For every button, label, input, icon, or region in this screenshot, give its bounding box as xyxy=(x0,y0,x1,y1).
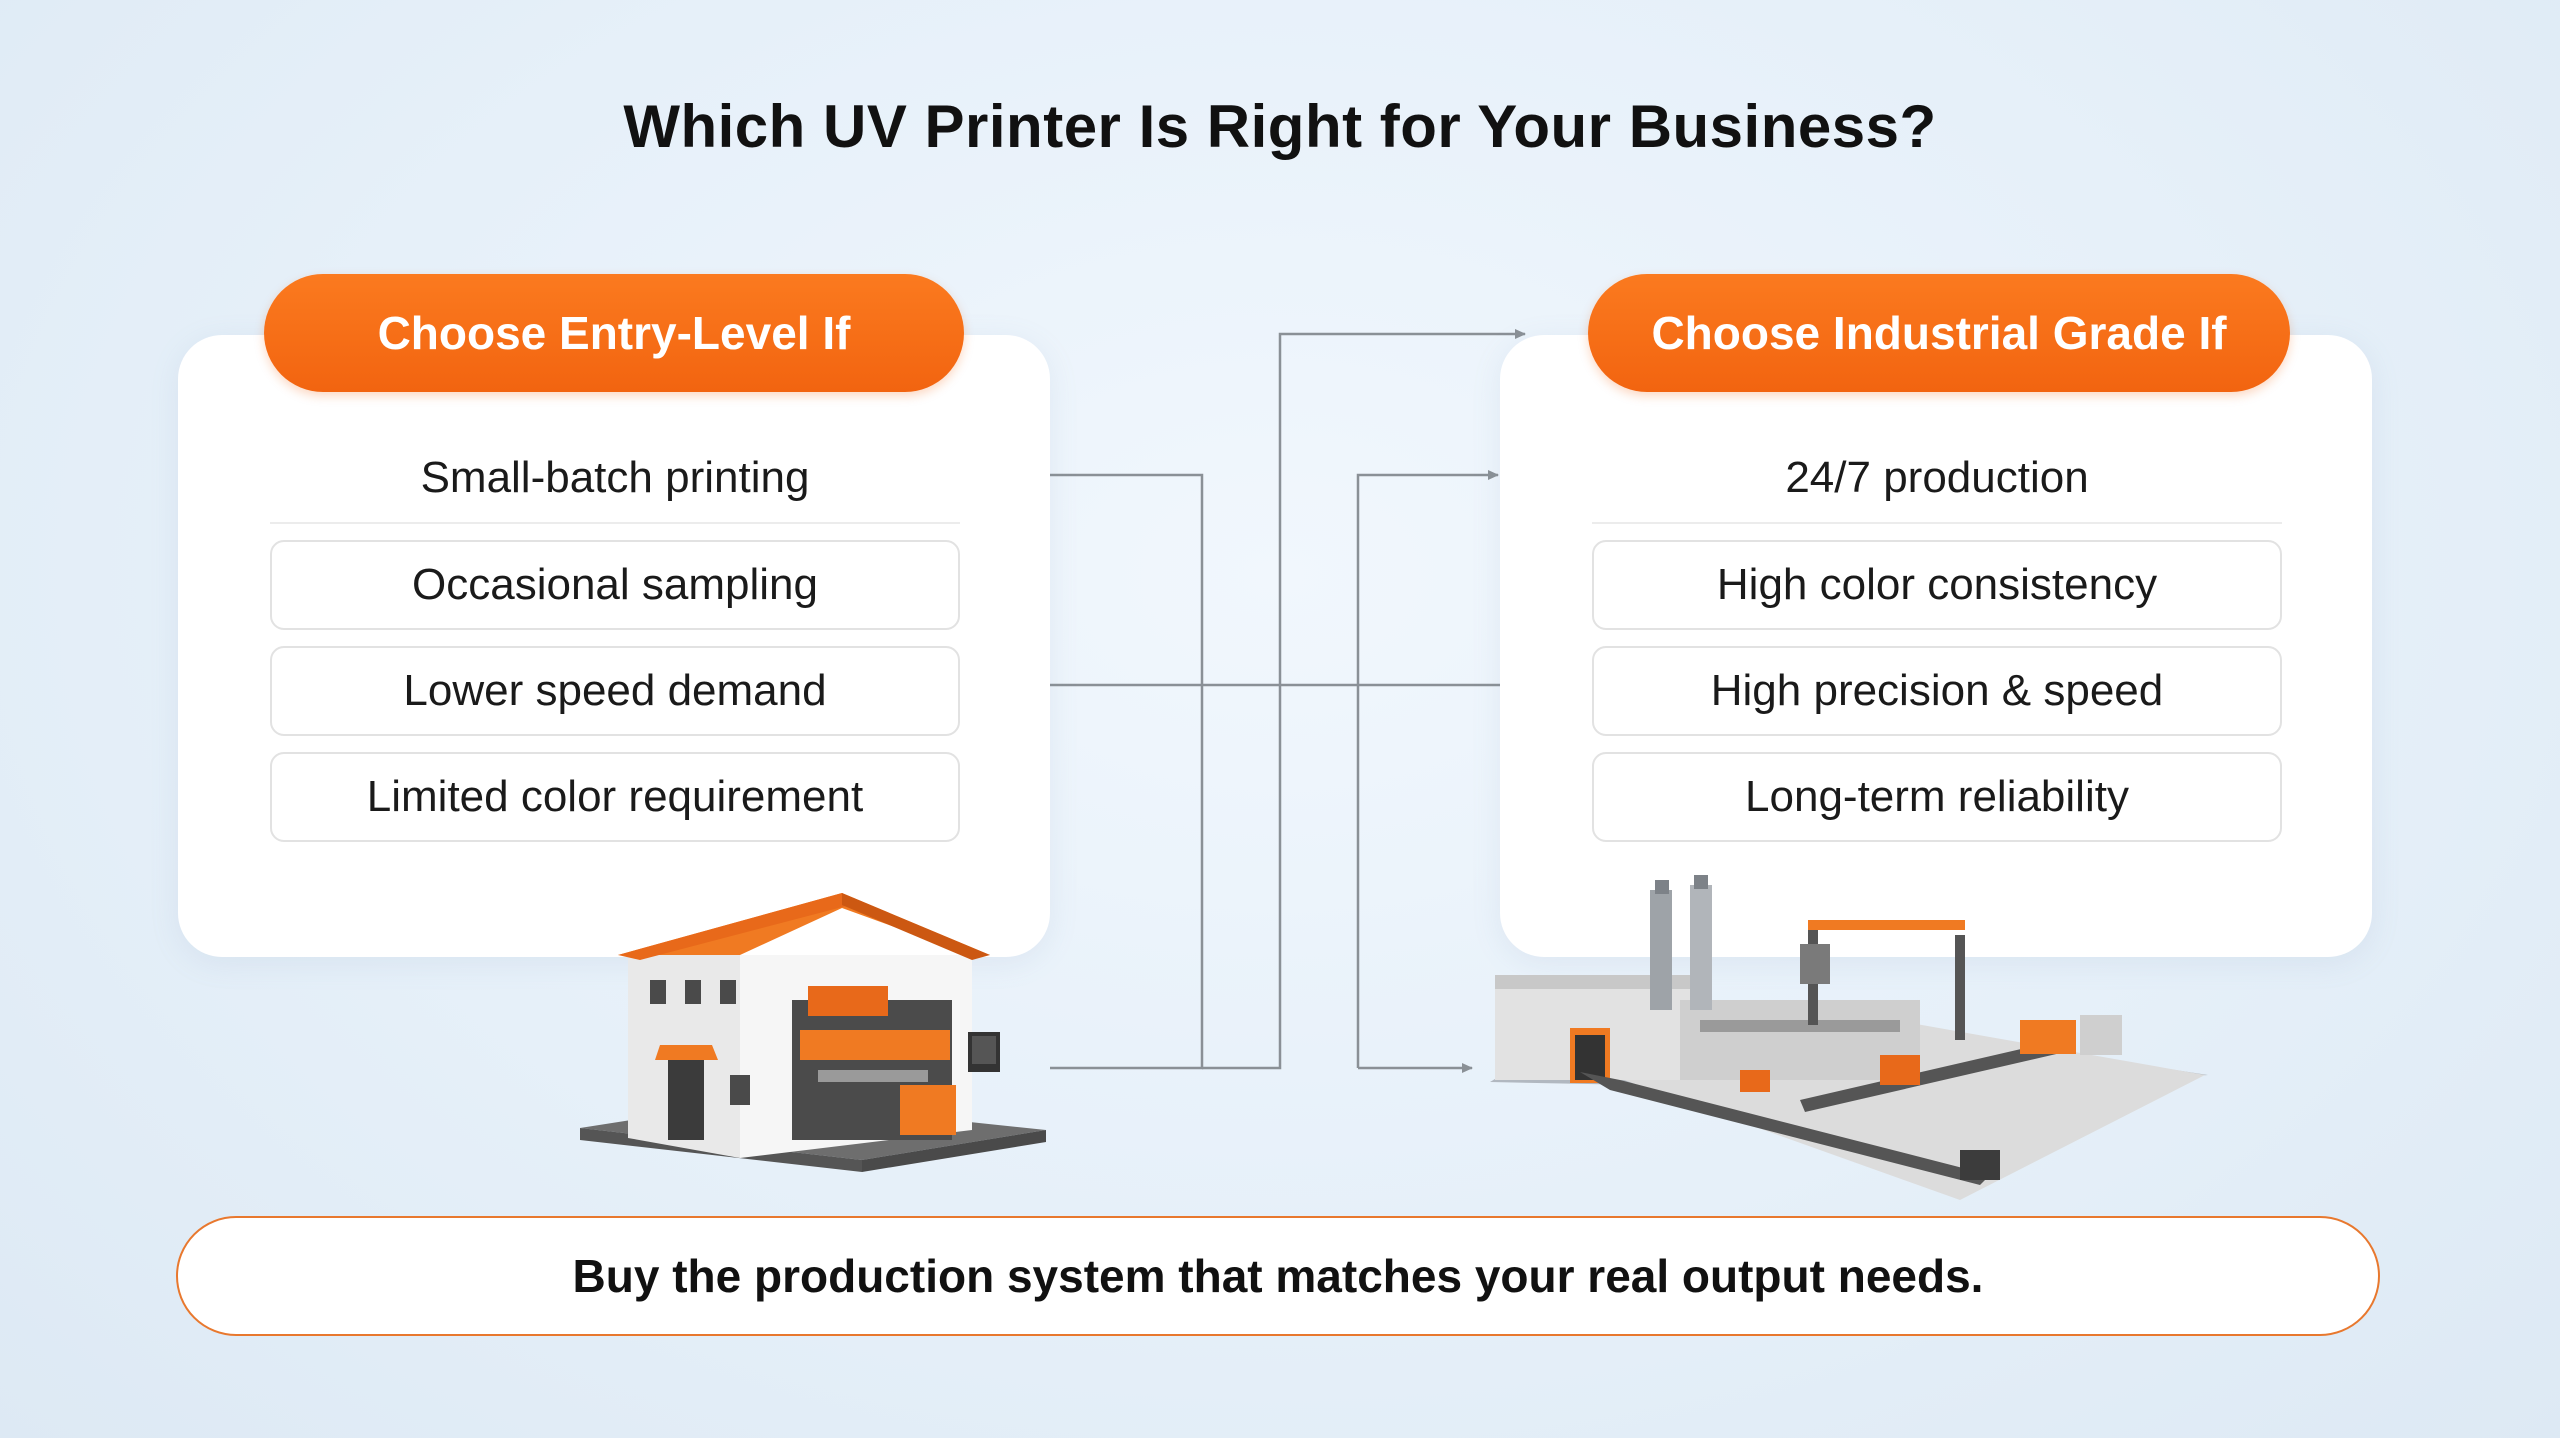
industrial-grade-header: Choose Industrial Grade If xyxy=(1588,274,2290,392)
industrial-grade-criterion: Long-term reliability xyxy=(1592,752,2282,842)
industrial-grade-criterion: High precision & speed xyxy=(1592,646,2282,736)
industrial-grade-criterion: High color consistency xyxy=(1592,540,2282,630)
industrial-factory-illustration xyxy=(1490,875,2208,1200)
connector-line xyxy=(1356,470,1499,1068)
entry-level-criterion: Lower speed demand xyxy=(270,646,960,736)
recommendation-banner: Buy the production system that matches y… xyxy=(176,1216,2380,1336)
small-workshop-illustration xyxy=(580,893,1046,1172)
page-title: Which UV Printer Is Right for Your Busin… xyxy=(623,93,1937,160)
entry-level-criterion: Small-batch printing xyxy=(270,434,960,524)
entry-level-header: Choose Entry-Level If xyxy=(264,274,964,392)
entry-level-criterion: Occasional sampling xyxy=(270,540,960,630)
connector-line xyxy=(1202,329,1526,1070)
connector-line xyxy=(1050,473,1204,1070)
industrial-grade-criterion: 24/7 production xyxy=(1592,434,2282,524)
entry-level-criterion: Limited color requirement xyxy=(270,752,960,842)
